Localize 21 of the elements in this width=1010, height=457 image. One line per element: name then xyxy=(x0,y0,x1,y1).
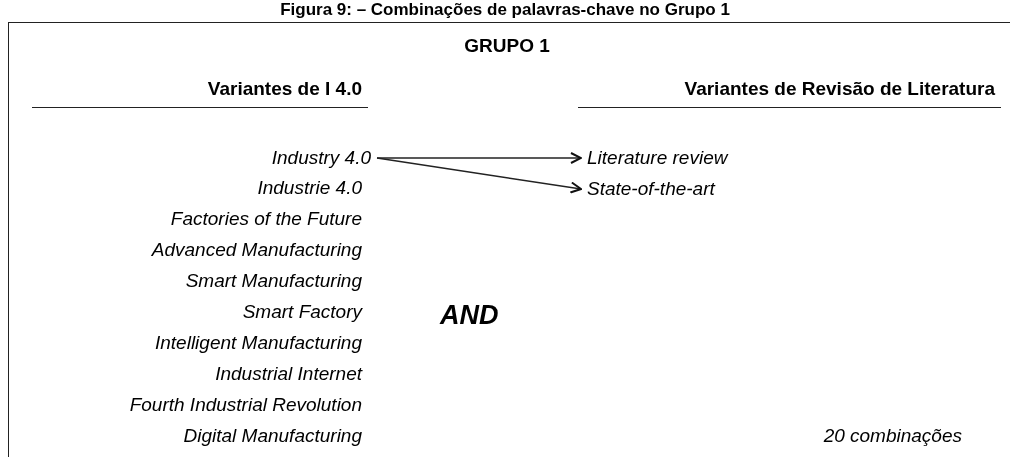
arrow xyxy=(376,157,582,194)
term-text: Industrial Internet xyxy=(215,363,362,384)
term-text: Smart Manufacturing xyxy=(185,270,362,291)
group-frame xyxy=(8,22,1010,457)
term-text: Advanced Manufacturing xyxy=(151,239,362,260)
column-heading: Variantes de Revisão de Literatura xyxy=(684,78,995,99)
operator-label: AND xyxy=(440,300,499,330)
group-heading: GRUPO 1 xyxy=(463,35,551,57)
term-text: Digital Manufacturing xyxy=(183,425,362,446)
term-text: Factories of the Future xyxy=(170,208,362,229)
figure-title: Figura 9: – Combinações de palavras-chave no Grupo 1 xyxy=(279,0,731,21)
term-text: Intelligent Manufacturing xyxy=(155,332,362,353)
term-text: Industrie 4.0 xyxy=(257,177,362,198)
note-text: 20 combinações xyxy=(823,425,962,446)
term-text: Smart Factory xyxy=(242,301,362,322)
term-text: Fourth Industrial Revolution xyxy=(129,394,362,415)
term-text: State-of-the-art xyxy=(586,178,717,200)
term-text: Literature review xyxy=(586,147,730,169)
term-text: Industry 4.0 xyxy=(270,147,371,169)
column-heading: Variantes de I 4.0 xyxy=(207,78,362,99)
arrow xyxy=(376,152,582,164)
